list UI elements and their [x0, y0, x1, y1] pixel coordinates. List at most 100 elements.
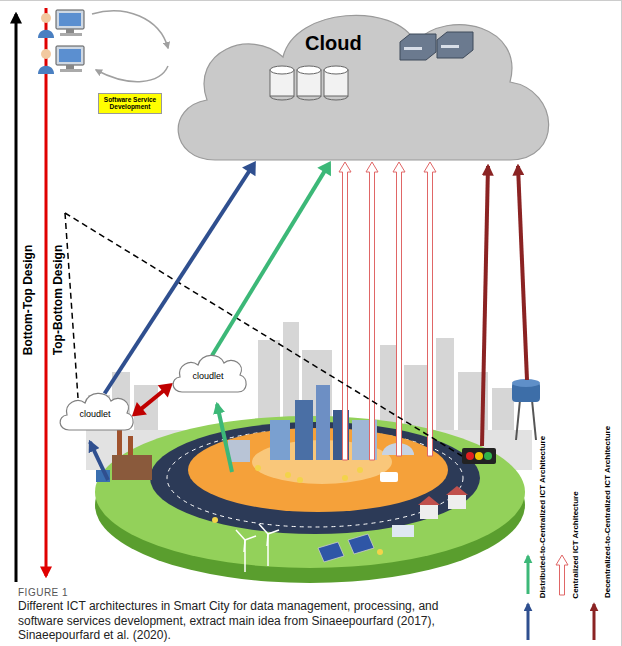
decentralized-arrow — [518, 166, 527, 380]
water-tower — [516, 400, 520, 440]
factory — [117, 430, 122, 455]
uplink-arrow — [105, 161, 256, 394]
wind-turbine — [259, 524, 268, 534]
user-computer-icon — [56, 10, 84, 29]
dashed-link — [65, 213, 78, 398]
houses — [448, 495, 466, 509]
figure-number: FIGURE 1 — [18, 587, 68, 599]
city-disk — [167, 429, 463, 527]
user-computer-icon — [38, 30, 54, 38]
feedback-loop-arrow — [92, 11, 168, 82]
uplink-arrow — [105, 171, 250, 394]
arrowhead — [132, 402, 147, 416]
people — [285, 472, 291, 478]
user-computer-icon — [56, 46, 84, 65]
legend-sample-arrow — [527, 556, 530, 594]
wind-turbine — [244, 540, 245, 552]
feedback-loop-arrow — [92, 11, 168, 48]
houses — [420, 505, 438, 519]
factory — [128, 436, 133, 455]
legend-label: Centralized ICT Architecture — [571, 491, 580, 598]
uplink-arrow — [212, 171, 325, 356]
traffic-light — [475, 452, 483, 460]
server-icon — [404, 47, 422, 50]
user-computer-icon — [60, 33, 82, 36]
database-cylinder — [324, 66, 348, 100]
cloudlet-label: cloudlet — [168, 371, 248, 381]
user-computer-icon — [60, 69, 82, 72]
service-box: Software Service Development — [98, 93, 162, 114]
frame-line — [0, 0, 622, 1]
feedback-loop-arrow — [96, 66, 168, 82]
user-computer-icon — [38, 66, 54, 74]
wind-turbine — [268, 530, 279, 534]
solar-panel — [318, 542, 344, 562]
user-computer-icon — [59, 49, 81, 62]
houses — [446, 486, 468, 495]
wind-turbine — [236, 530, 245, 540]
cloudlet-link-arrow — [132, 383, 173, 416]
frame-line — [621, 0, 622, 646]
feeder-arrow — [90, 442, 108, 480]
legend-sample-arrow — [527, 604, 530, 640]
solar-panel — [318, 534, 374, 562]
legend-label: Decentralized-to-Centralized ICT Archite… — [603, 426, 612, 598]
database-cylinder — [270, 96, 294, 100]
wind-turbine — [236, 524, 279, 572]
city-buildings — [316, 385, 330, 460]
city-buildings — [228, 440, 250, 462]
cloudlet-label: cloudlet — [55, 409, 135, 419]
database-cylinder — [324, 96, 348, 100]
water-tower — [532, 400, 536, 440]
server-icon — [400, 34, 436, 60]
wind-turbine — [267, 534, 268, 546]
traffic-light — [462, 448, 496, 464]
cloud-shape — [165, 2, 560, 165]
city-buildings — [228, 385, 414, 462]
box-label: Software Service Development — [100, 96, 160, 111]
database-cylinder — [270, 66, 294, 74]
user-computer-icon — [66, 29, 74, 33]
database-cylinder — [297, 66, 321, 100]
arrowhead — [317, 161, 331, 176]
arrowhead — [158, 383, 173, 397]
axis-label: Bottom-Top Design — [22, 245, 36, 355]
city-buildings — [295, 400, 313, 460]
server-icon — [441, 45, 459, 48]
decentralized-arrow — [482, 166, 527, 446]
legend-sample-arrow — [528, 555, 594, 640]
legend-sample-arrow — [556, 555, 568, 595]
people — [342, 475, 348, 481]
centralized-arrow — [424, 162, 436, 456]
wind-turbine — [245, 536, 256, 540]
houses — [392, 525, 414, 537]
wind-turbine — [267, 534, 269, 566]
water-tower — [512, 379, 540, 440]
figure-caption: Different ICT architectures in Smart Cit… — [18, 599, 443, 643]
design-direction-arrow — [15, 14, 18, 582]
cloudlet-node: cloudlet — [55, 388, 135, 434]
database-cylinder — [324, 66, 348, 74]
design-direction-arrow — [45, 8, 48, 576]
cloudlet-node: cloudlet — [168, 350, 248, 396]
people — [255, 465, 261, 471]
design-direction-arrow — [16, 8, 46, 582]
centralized-arrow — [366, 162, 378, 460]
houses — [418, 496, 440, 505]
people — [357, 467, 363, 473]
database-cylinder — [297, 66, 321, 74]
centralized-arrow — [393, 162, 405, 456]
centralized-arrow — [339, 162, 351, 460]
cloudlet-link-arrow — [141, 391, 164, 410]
server-icon — [437, 32, 473, 58]
user-computer-icon — [41, 13, 51, 23]
feeder-arrow — [217, 404, 232, 472]
houses — [392, 486, 468, 537]
database-cylinder — [270, 66, 294, 100]
solar-panel — [348, 534, 374, 554]
user-computer-icon — [59, 13, 81, 26]
